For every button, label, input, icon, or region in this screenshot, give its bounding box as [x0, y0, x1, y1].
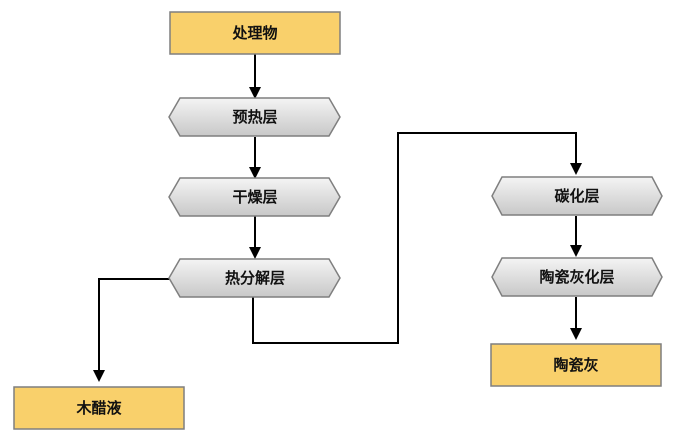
node-preheat: 预热层	[168, 97, 341, 137]
node-input: 处理物	[169, 11, 341, 55]
node-ceramic-ash-layer: 陶瓷灰化层	[491, 257, 663, 297]
node-dry: 干燥层	[168, 177, 341, 217]
node-vinegar-label: 木醋液	[75, 399, 122, 417]
node-ceramic-ash-layer-label: 陶瓷灰化层	[539, 268, 614, 286]
node-carbonize-label: 碳化层	[554, 187, 599, 205]
arrow-pyrolysis-to-carbonize	[252, 132, 582, 344]
connectors	[93, 54, 582, 382]
node-pyrolysis: 热分解层	[168, 258, 341, 298]
node-dry-label: 干燥层	[232, 188, 277, 206]
arrow-pyrolysis-to-vinegar	[93, 278, 173, 382]
node-carbonize: 碳化层	[491, 176, 663, 216]
node-ceramic-ash-label: 陶瓷灰	[553, 356, 598, 374]
node-input-label: 处理物	[231, 24, 277, 42]
node-ceramic-ash: 陶瓷灰	[490, 343, 662, 387]
node-vinegar: 木醋液	[13, 386, 185, 430]
node-preheat-label: 预热层	[232, 108, 277, 126]
node-pyrolysis-label: 热分解层	[225, 269, 285, 287]
